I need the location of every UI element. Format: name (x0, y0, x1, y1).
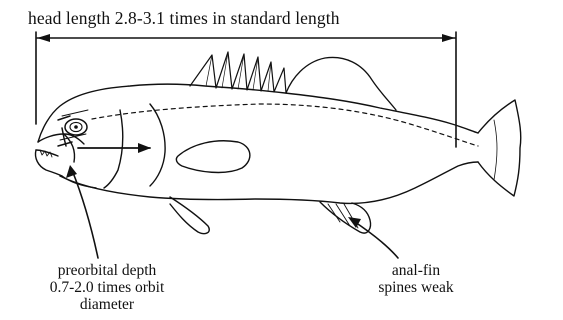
dorsal-spines (190, 52, 286, 93)
caudal-fin-outline (478, 100, 521, 196)
ventral-profile (60, 162, 478, 203)
soft-dorsal-outline (286, 57, 396, 110)
head-length-arrowhead (138, 143, 151, 153)
preorbital-leader-arrowhead (66, 165, 77, 178)
preorbital-tick-top (58, 116, 70, 120)
preorbital-label-line: preorbital depth (12, 262, 202, 279)
anal-fin-spines-label: anal-fin spines weak (356, 262, 476, 296)
bracket-arrowhead-right (442, 34, 455, 42)
lateral-line (92, 104, 478, 146)
preorbital-leader (66, 165, 98, 258)
fish-body (38, 84, 478, 203)
analfin-leader-line (352, 220, 398, 258)
preorbital-label-line: 0.7-2.0 times orbit (12, 279, 202, 296)
caudal-fin (478, 100, 521, 196)
caudal-fin-ray (494, 120, 497, 180)
preorbital-depth-label: preorbital depth 0.7-2.0 times orbit dia… (12, 262, 202, 313)
dorsal-profile (38, 84, 478, 142)
head-length-arrow (78, 143, 151, 153)
eye-pupil (74, 125, 78, 129)
pectoral-fin (176, 141, 250, 173)
opercle-margin (150, 104, 165, 186)
preorbital-label-line: diameter (12, 296, 202, 313)
preopercle (104, 110, 123, 188)
pelvic-fin (170, 197, 209, 234)
analfin-label-line: anal-fin (356, 262, 476, 279)
soft-dorsal-fin (286, 57, 396, 110)
analfin-label-line: spines weak (356, 279, 476, 296)
spiny-dorsal-fin (190, 52, 286, 93)
throat (62, 176, 96, 188)
head-length-label: head length 2.8-3.1 times in standard le… (28, 9, 340, 27)
bracket-arrowhead-left (37, 34, 50, 42)
analfin-leader (348, 217, 398, 258)
